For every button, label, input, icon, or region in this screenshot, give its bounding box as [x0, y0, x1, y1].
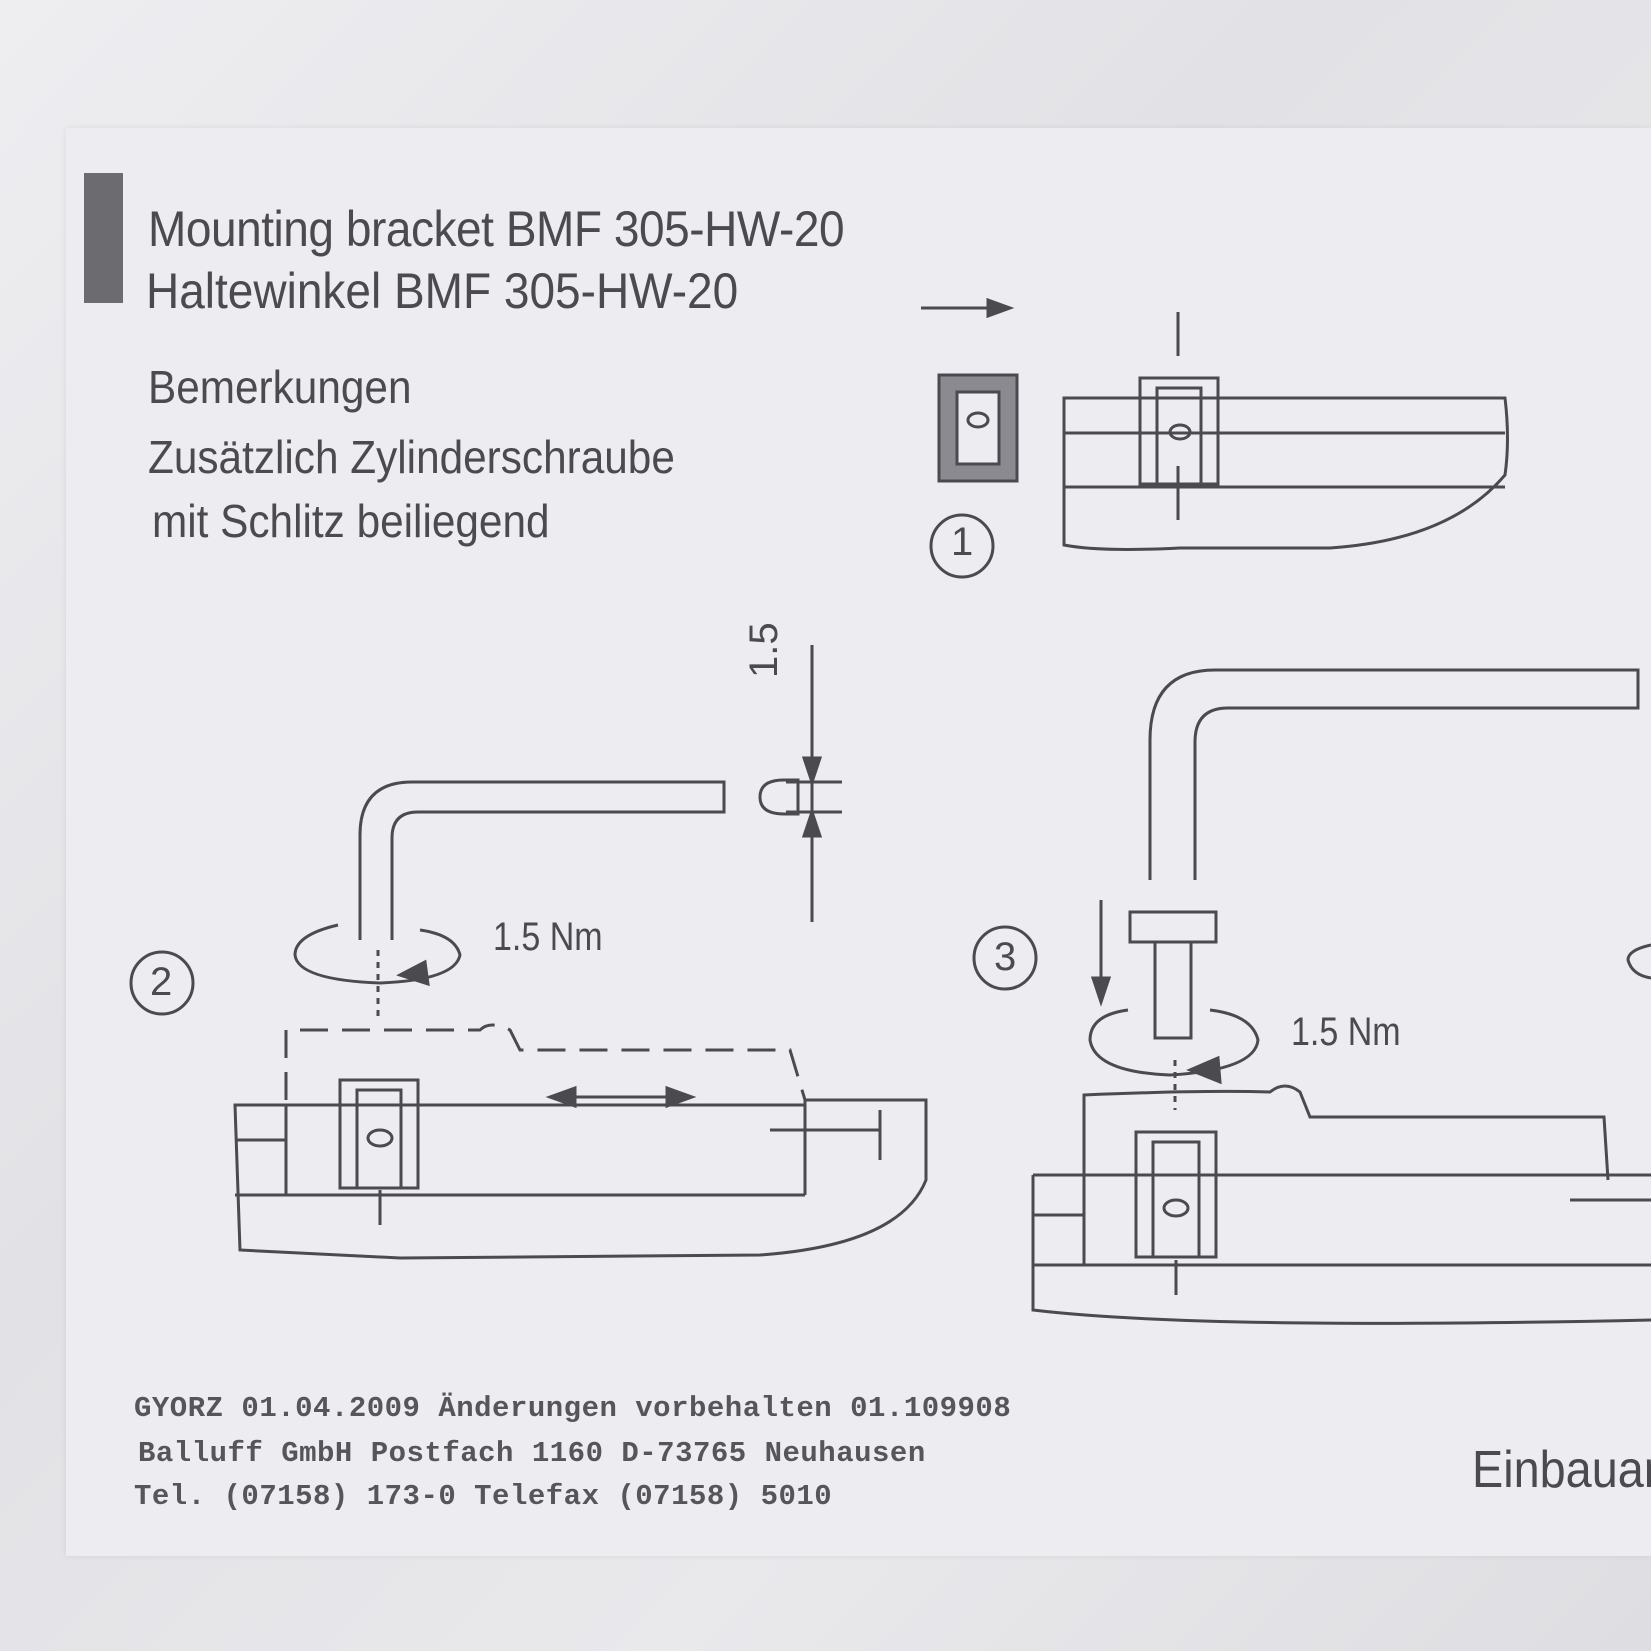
step-2-diagram [129, 780, 928, 1260]
footer-line-1: GYORZ 01.04.2009 Änderungen vorbehalten … [134, 1392, 1012, 1425]
step-1-number: 1 [951, 520, 974, 564]
torque-label-step-3: 1.5 Nm [1291, 1010, 1401, 1054]
torque-label-step-2: 1.5 Nm [493, 915, 603, 959]
footer-line-2: Balluff GmbH Postfach 1160 D-73765 Neuha… [138, 1437, 926, 1470]
step-3-number: 3 [994, 935, 1017, 979]
step-3-diagram [929, 513, 1651, 1325]
remarks-heading: Bemerkungen [148, 361, 412, 413]
title-english: Mounting bracket BMF 305-HW-20 [148, 201, 845, 257]
step-1-diagram [921, 297, 1509, 551]
footer-line-3: Tel. (07158) 173-0 Telefax (07158) 5010 [134, 1480, 833, 1513]
dimension-detail [758, 645, 842, 922]
remarks-line-1: Zusätzlich Zylinderschraube [148, 431, 675, 483]
dimension-label: 1.5 [742, 622, 786, 678]
title-german: Haltewinkel BMF 305-HW-20 [146, 263, 739, 319]
step-2-number: 2 [150, 960, 173, 1004]
remarks-line-2: mit Schlitz beiliegend [152, 495, 550, 547]
partial-heading: Einbauar [1472, 1441, 1651, 1499]
instruction-sheet [66, 128, 1651, 1556]
section-tab-bar [84, 173, 123, 303]
